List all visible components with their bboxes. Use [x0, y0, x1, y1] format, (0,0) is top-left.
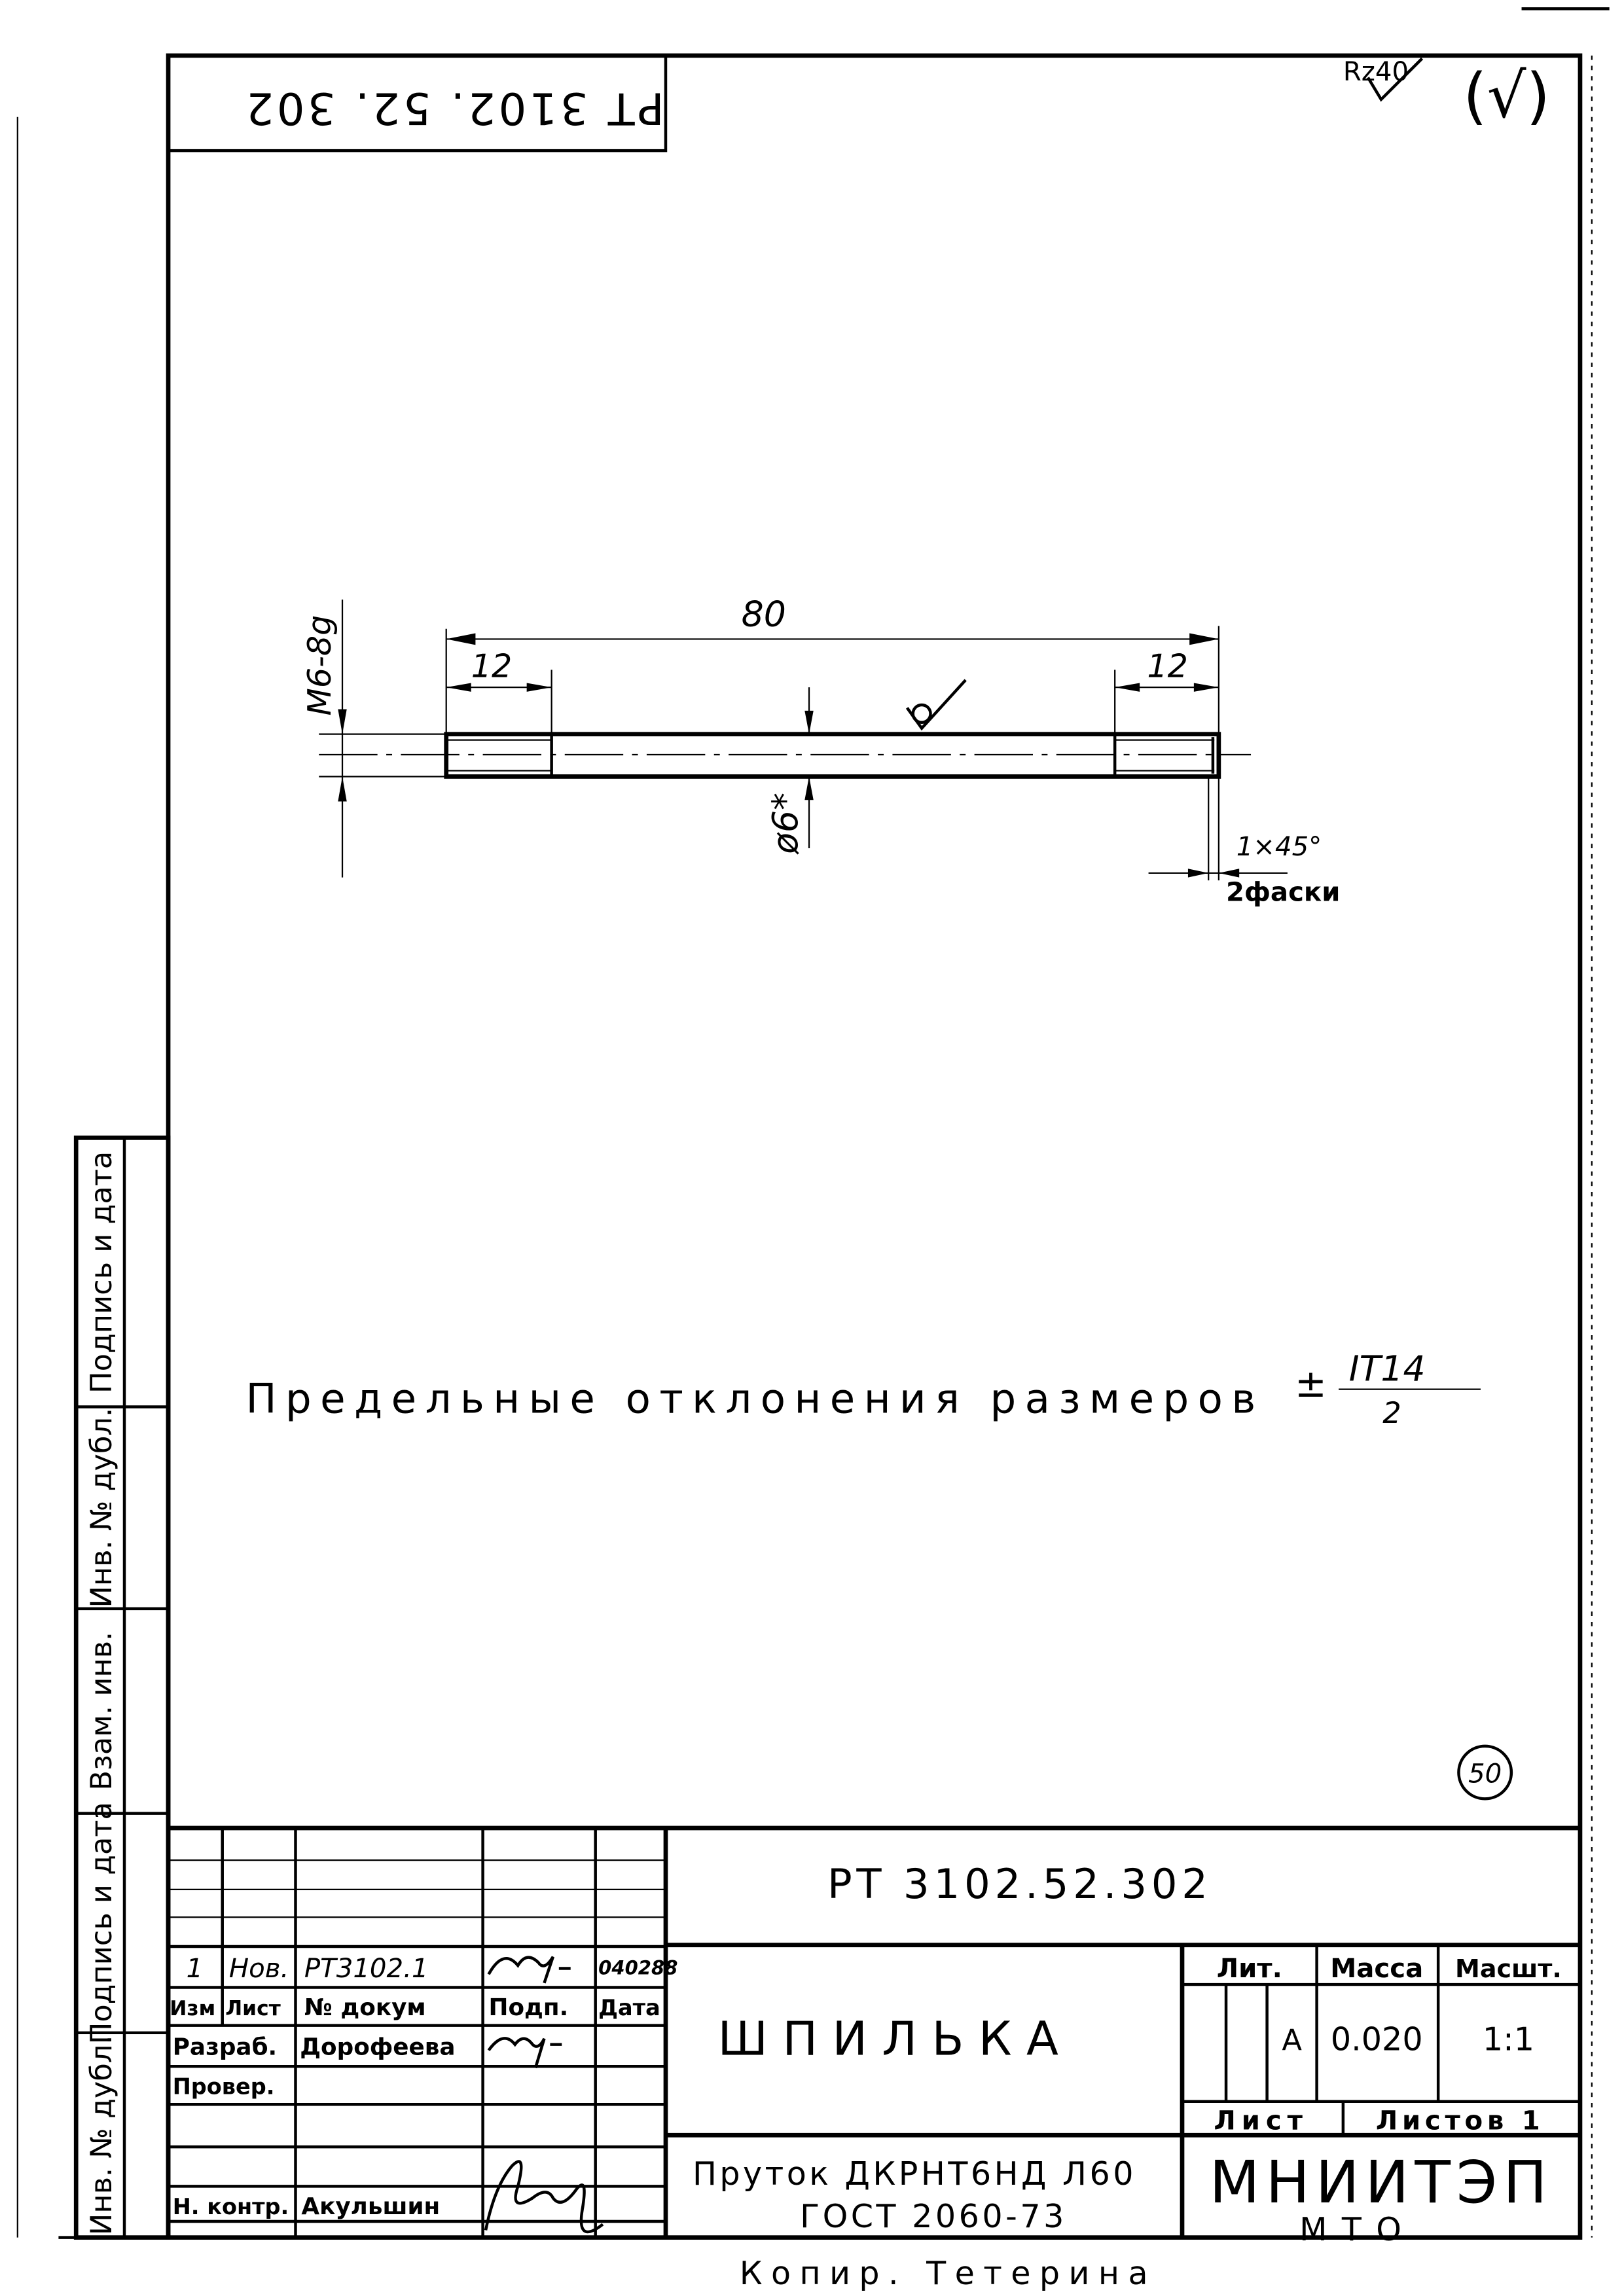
- norm-control-name: Акульшин: [301, 2193, 440, 2220]
- tolerance-note: Предельные отклонения размеров ± IT14 2: [246, 1348, 1481, 1430]
- title-block: 1 Нов. PT3102.1 040288 Изм Лист № докум …: [168, 1825, 1580, 2248]
- roughness-symbol-icon: [1366, 57, 1424, 102]
- roughness-mark: Rz40 (√): [1343, 57, 1550, 132]
- lit-label: Лит.: [1217, 1954, 1282, 1984]
- rev-list: Нов.: [229, 1954, 289, 1984]
- sheet-stamp: 50: [1457, 1744, 1513, 1801]
- signature-icon: [487, 2037, 562, 2069]
- dimensions: 80 12 12 M6-8g ø6* 1×45° 2: [300, 593, 1340, 907]
- scale-value: 1:1: [1483, 2020, 1534, 2058]
- rotated-designation: PT 3102. 52. 302: [243, 82, 664, 134]
- role-norm-control: Н. контр.: [173, 2194, 289, 2219]
- organization: МНИИТЭП: [1210, 2149, 1553, 2217]
- rev-date: 040288: [598, 1956, 677, 1979]
- lit-value: А: [1282, 2024, 1302, 2058]
- note-text: Предельные отклонения размеров: [246, 1374, 1265, 1422]
- dim-overall-length: 80: [742, 593, 786, 634]
- sheet-label: Лист: [1214, 2106, 1308, 2136]
- mass-value: 0.020: [1331, 2020, 1423, 2058]
- part-name: ШПИЛЬКА: [718, 2011, 1074, 2066]
- side-strip-label: Подпись и дата: [84, 1151, 118, 1393]
- header-date: Дата: [598, 1995, 660, 2020]
- side-strip-label: Подпись и дата: [84, 1802, 118, 2044]
- frame: [16, 7, 1610, 2240]
- side-strip-label: Инв. № дубл.: [84, 1408, 118, 1608]
- part-view: [319, 732, 1252, 779]
- header-izm: Изм: [170, 1997, 215, 2020]
- mass-label: Масса: [1330, 1954, 1423, 1984]
- scale-label: Масшт.: [1455, 1954, 1562, 1983]
- rotated-designation-box: PT 3102. 52. 302: [166, 54, 668, 152]
- side-strip-label: Взам. инв.: [84, 1632, 118, 1791]
- dim-thread-right: 12: [1147, 647, 1188, 685]
- role-checker: Провер.: [173, 2074, 275, 2100]
- signature-icon: [484, 2160, 604, 2234]
- note-numerator: IT14: [1349, 1348, 1426, 1389]
- sheet-stamp-number: 50: [1468, 1759, 1502, 1789]
- material-line-2: ГОСТ 2060-73: [800, 2197, 1067, 2235]
- signature-icon: [487, 1956, 571, 1984]
- chamfer-note: 2фаски: [1226, 877, 1340, 907]
- role-developer: Разраб.: [173, 2034, 277, 2060]
- rev-izm: 1: [186, 1954, 203, 1984]
- dim-diameter: ø6*: [765, 793, 806, 855]
- rev-doc: PT3102.1: [304, 1954, 429, 1984]
- stud-body: [444, 732, 1221, 779]
- dim-chamfer: 1×45°: [1236, 832, 1322, 862]
- header-list: Лист: [225, 1997, 281, 2020]
- note-sign: ±: [1295, 1361, 1327, 1406]
- side-strip: Подпись и дата Инв. № дубл. Взам. инв. П…: [73, 1136, 171, 2240]
- copied-by: Копир. Тетерина: [740, 2254, 1157, 2292]
- sheets-label: Листов 1: [1376, 2106, 1544, 2136]
- header-sign: Подп.: [489, 1994, 569, 2021]
- material-line-1: Пруток ДКРНТ6НД Л60: [693, 2155, 1136, 2193]
- header-doc: № докум: [304, 1994, 426, 2021]
- roughness-other: (√): [1463, 61, 1550, 132]
- developer-name: Дорофеева: [300, 2034, 455, 2060]
- dim-thread: M6-8g: [300, 615, 338, 716]
- department: МТО: [1299, 2210, 1416, 2248]
- surface-roughness-icon: [905, 679, 967, 731]
- note-denominator: 2: [1382, 1396, 1401, 1430]
- designation: PT 3102.52.302: [827, 1860, 1212, 1908]
- side-strip-label: Инв. № дубл.: [84, 2035, 118, 2235]
- dim-thread-left: 12: [471, 647, 513, 685]
